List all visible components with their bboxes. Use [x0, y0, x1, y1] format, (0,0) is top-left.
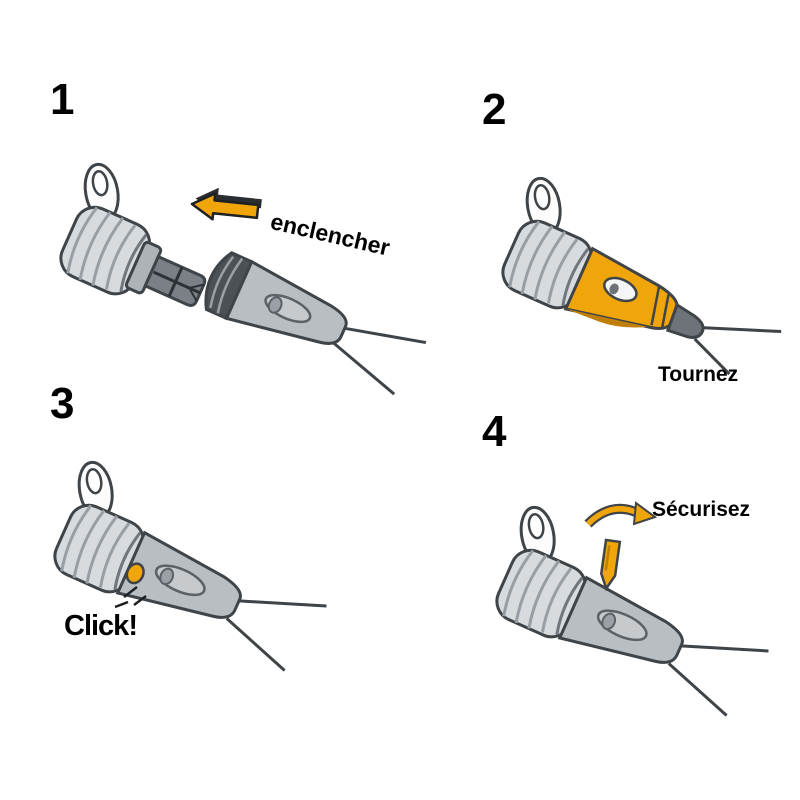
rotating-sleeve [564, 247, 717, 365]
step-2-illustration [479, 163, 782, 376]
cable-line [693, 337, 731, 376]
connector-body [558, 576, 693, 686]
cable-line [680, 644, 769, 653]
step-number-3: 3 [50, 379, 75, 428]
step-number-4: 4 [482, 407, 507, 456]
cable-line [225, 617, 286, 672]
cable-line [667, 662, 728, 717]
step-2-caption: Tournez [658, 363, 739, 386]
cable-line [238, 599, 327, 608]
cable-line [703, 326, 782, 334]
secure-arrow-icon [584, 501, 658, 528]
connector-body [116, 531, 251, 641]
engage-arrow-icon [189, 183, 264, 226]
step-number-2: 2 [482, 85, 507, 134]
step-4-illustration [473, 492, 769, 717]
step-number-1: 1 [50, 75, 75, 124]
step-1-illustration [37, 149, 429, 399]
connector-body [196, 247, 429, 399]
locking-pin-icon [599, 538, 622, 592]
step-4-caption: Sécurisez [652, 498, 751, 521]
step-3-illustration [31, 447, 327, 672]
click-button [125, 562, 145, 585]
step-3-caption: Click! [64, 610, 138, 642]
click-burst-icon [114, 586, 147, 609]
